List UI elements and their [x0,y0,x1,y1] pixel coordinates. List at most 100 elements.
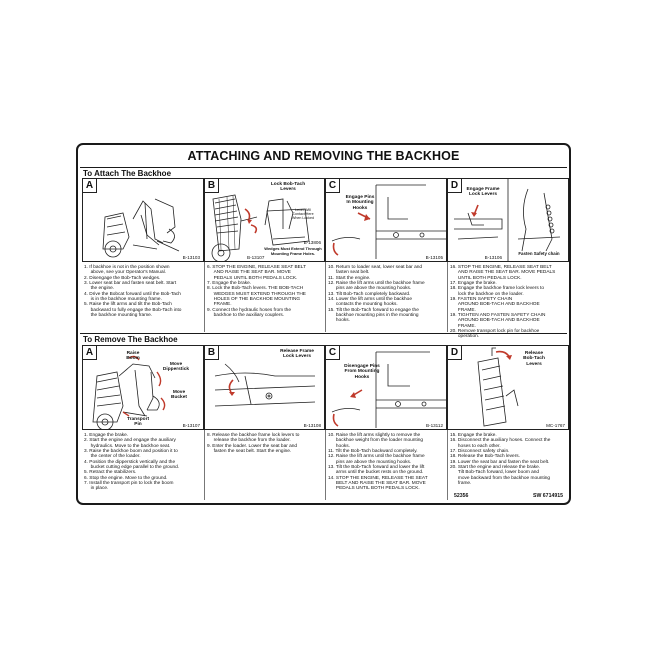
frame-lock-chain-illustration [454,179,561,261]
step-line: UNTIL BOTH PEDALS LOCK. [450,275,522,281]
release-frame-lock-illustration [214,363,316,407]
step-line: 1. If backhoe is not in the position sho… [84,265,170,270]
step-line: contacts the mounting hooks. [328,302,398,308]
remove-steps-col1: 1. Engage the brake.2. Start the engine … [84,433,202,492]
move-bucket-callout: Move Bucket [171,390,187,401]
release-bob-tach-callout: Release Bob-Tach Levers [523,351,545,367]
step-line: 14. STOP THE ENGINE, RELEASE THE SEAT [328,475,428,481]
release-bob-tach-levers-illustration [477,347,519,427]
step-line: hooks. [328,318,350,324]
part-number: B-13112 [425,423,443,428]
step-line: 16. STOP THE ENGINE, RELEASE SEAT BELT [450,265,552,270]
panel-letter: C [326,346,340,360]
remove-steps-col3: 10. Raise the lift arms slightly to remo… [328,433,445,492]
step-line: PEDALS UNTIL BOTH PEDALS LOCK. [207,275,298,281]
step-line: operation. [450,334,480,340]
section-divider [80,333,567,334]
step-line: 7. Engage the brake. [207,281,252,287]
step-line: AROUND BOB-TACH AND BACKHOE [450,302,540,308]
step-line: 12. Raise the lift arms until the backho… [328,454,425,460]
attach-panel-a: A B-13103 [82,178,204,262]
part-number: B-13107 [247,255,265,260]
panel-letter: D [448,346,462,360]
step-line: 20. Remove transport lock pin for backho… [450,329,540,335]
step-line: 19. FASTEN SAFETY CHAIN [450,297,513,303]
service-number: SW 6714915 [533,493,563,499]
step-line: arms until the bucket rests on the groun… [328,470,424,476]
step-line: AND RAISE THE SEAT BAR. MOVE [207,270,291,276]
step-line: AROUND BOB-TACH AND BACKHOE [450,318,540,324]
remove-steps-col2: 8. Release the backhoe frame lock levers… [207,433,323,454]
step-line: 17. Disconnect safety chain. [450,449,510,455]
column-divider [204,430,205,500]
remove-steps-col4: 15. Engage the brake.16. Disconnect the … [450,433,568,486]
step-line: 15. Engage the brake. [450,433,497,438]
move-dipperstick-callout: Move Dipperstick [162,362,190,373]
step-line: 20. Start the engine and release the bra… [450,465,541,471]
column-divider [447,262,448,332]
step-line: pins are above the mounting hooks. [328,286,412,292]
attach-steps-col2: 6. STOP THE ENGINE, RELEASE SEAT BELT AN… [207,265,323,318]
column-divider [325,430,326,500]
step-line: fasten the seat belt. Start the engine. [207,449,292,455]
step-line: 4. Position the dipperstick vertically a… [84,459,176,465]
panel-letter: A [83,346,97,360]
column-divider [325,262,326,332]
title-divider [80,167,567,168]
step-line: 6. STOP THE ENGINE, RELEASE SEAT BELT [207,265,306,270]
step-line: 1. Engage the brake. [84,433,129,438]
remove-panel-b: B Release Frame Lock Levers B-13108 [204,345,325,430]
part-number: B-13105 [425,255,443,260]
part-number: B-13106 [484,255,502,260]
step-line: above, see your Operator's Manual. [84,270,166,276]
step-line: backhoe weight from the loader mounting [328,438,424,444]
step-line: 18. Engage the backhoe frame lock levers… [450,286,545,292]
step-line: 12. Raise the lift arms until the backho… [328,281,425,287]
bob-tach-levers-illustration [211,194,310,261]
step-line: 11. Start the engine. [328,275,371,281]
remove-section-heading: To Remove The Backhoe [83,335,178,344]
step-line: lock the backhoe on the loader. [450,291,524,297]
step-line: the center of the loader. [84,454,141,460]
step-line: FRAME. [450,323,476,329]
decal-code: 52356 [454,493,469,499]
step-line: is in the backhoe mounting frame. [84,297,162,303]
step-line: 9. Enter the loader. Lower the seat bar … [207,443,298,449]
step-line: fasten seat belt. [328,270,370,276]
attach-steps-col4: 16. STOP THE ENGINE, RELEASE SEAT BELT A… [450,265,568,340]
frame-lock-callout: Engage Frame Lock Levers [466,187,500,198]
raise-boom-callout: Raise Boom [126,351,140,362]
panel-letter: D [448,179,462,193]
step-line: the backhoe mounting frame. [84,313,153,319]
step-line: 3. Lower seat bar and fasten seat belt. … [84,281,177,287]
step-line: WEDGES MUST EXTEND THROUGH THE [207,291,306,297]
step-line: 8. Lock the Bob-Tach levers. THE BOB-TAC… [207,286,304,292]
mounting-hooks-illustration [331,184,446,259]
wedges-callout: Wedges Must Extend Through Mounting Fram… [264,246,322,256]
engage-pins-callout: Engage Pins In Mounting Hooks [345,195,375,211]
step-line: 16. Disconnect the auxiliary hoses. Conn… [450,438,551,444]
step-line: 10. Return to loader seat, lower seat ba… [328,265,423,270]
part-number-secondary: B-13806 [303,240,321,245]
remove-panel-c: C Disengage Pins From Mounting Hooks B-1… [325,345,447,430]
step-line: PEDALS UNTIL BOTH PEDALS LOCK. [328,486,420,492]
step-line: backhoe mounting pins in the mounting [328,313,419,319]
step-line: move backward from the backhoe mounting [450,475,551,481]
panel-letter: A [83,179,97,193]
step-line: FRAME. [450,307,476,313]
disengage-pins-illustration [331,351,446,428]
attach-panel-d: D Engage Frame Lock Levers Fasten Safety… [447,178,569,262]
step-line: hoses to each other. [450,443,501,449]
backhoe-position-illustration [92,355,166,429]
step-line: 14. Lower the lift arms until the backho… [328,297,412,303]
step-line: Tilt Bob-Tach forward, lower boom and [450,470,540,476]
backhoe-loader-illustration [102,198,180,258]
column-divider [447,430,448,500]
part-number: MC-1767 [546,423,565,428]
attach-steps-col1: 1. If backhoe is not in the position sho… [84,265,202,318]
step-line: backhoe to the auxiliary couplers. [207,313,285,319]
step-line: pins are above the mounting hooks. [328,459,412,465]
step-line: 5. Retract the stabilizers. [84,470,137,476]
part-number: B-13103 [182,255,200,260]
step-line: 2. Start the engine and engage the auxil… [84,438,176,444]
